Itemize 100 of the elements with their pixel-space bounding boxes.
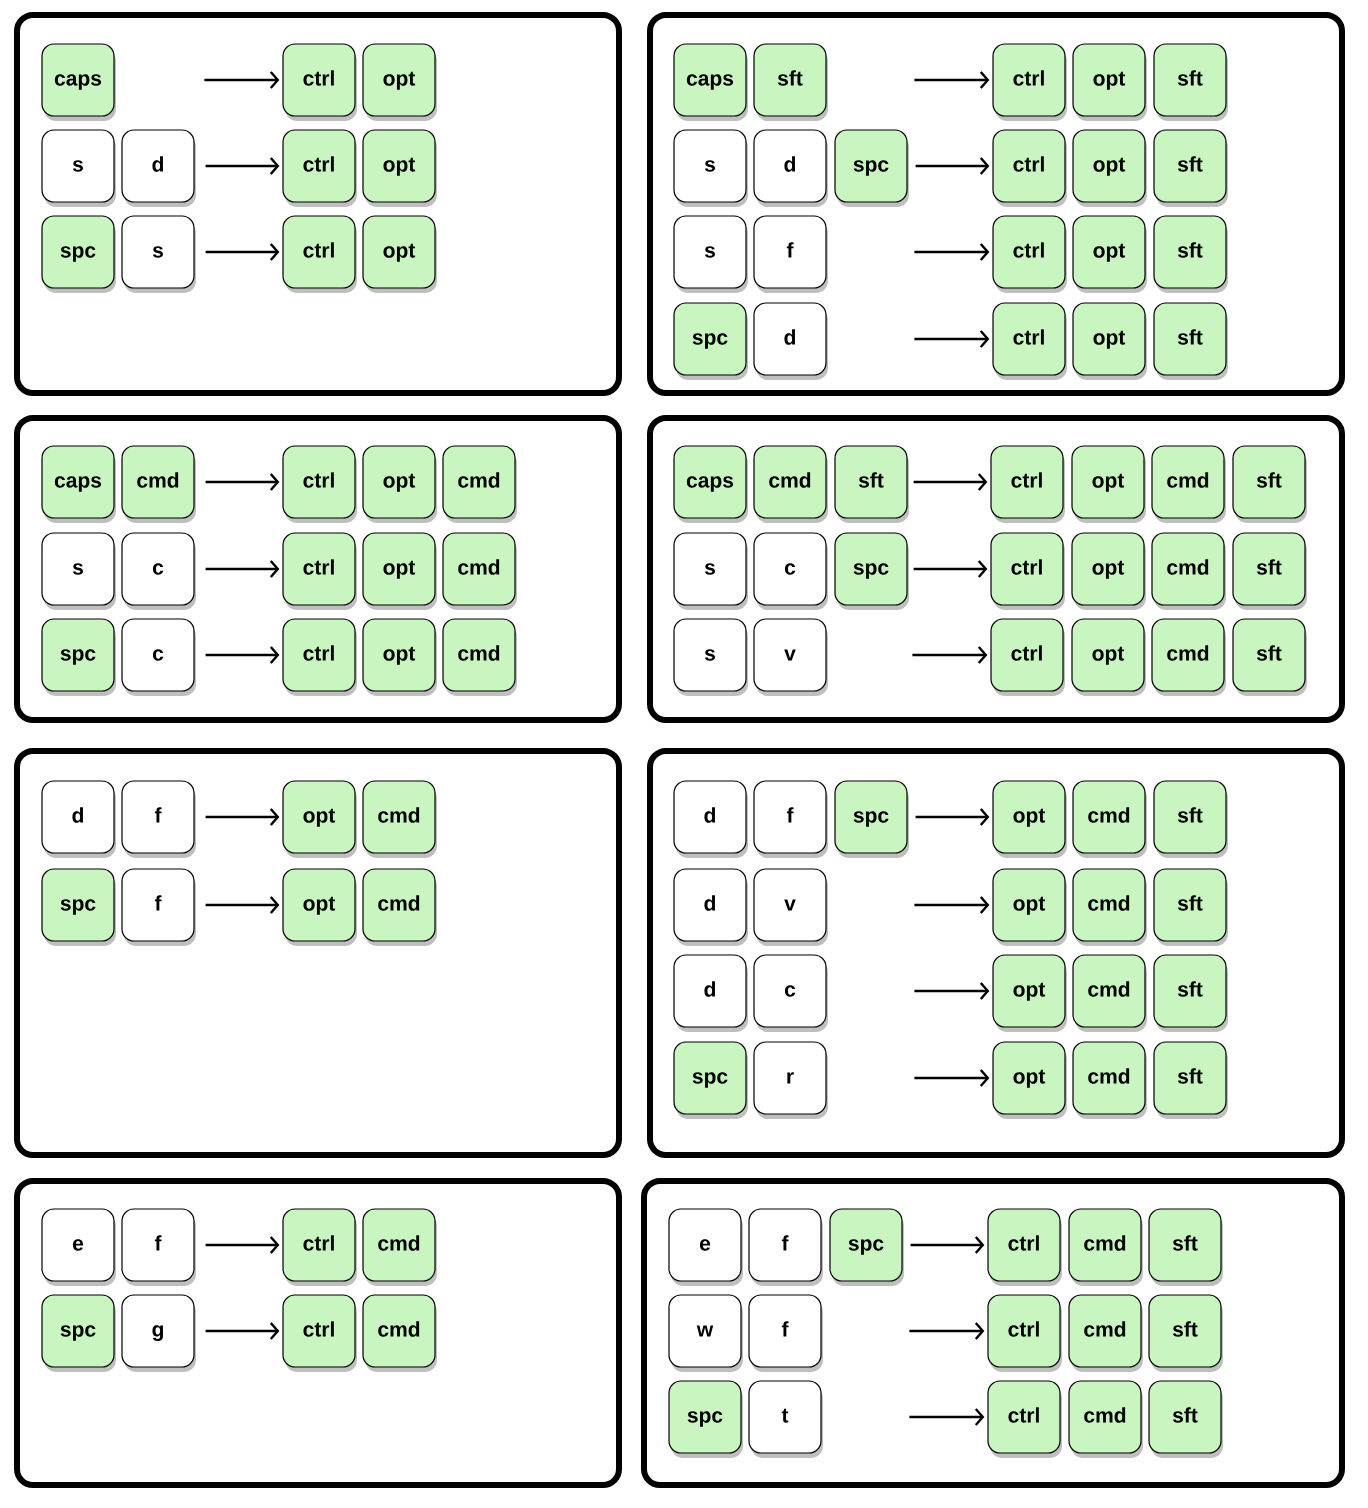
key-cap: opt xyxy=(362,43,437,121)
key-cap: c xyxy=(753,954,828,1032)
key-cap: sft xyxy=(1153,129,1228,207)
panel xyxy=(647,415,1345,723)
key-cap: v xyxy=(753,618,828,696)
key-cap: f xyxy=(121,868,196,946)
key-cap: cmd xyxy=(1072,780,1147,858)
key-cap: d xyxy=(753,302,828,380)
key-cap: cmd xyxy=(362,1294,437,1372)
arrow xyxy=(914,982,990,1000)
key-cap: f xyxy=(753,780,828,858)
arrow xyxy=(909,1322,985,1340)
key-cap: cmd xyxy=(362,868,437,946)
arrow xyxy=(205,808,280,826)
key-cap: spc xyxy=(834,129,909,207)
key-cap: spc xyxy=(834,780,909,858)
key-cap: cmd xyxy=(1068,1380,1143,1458)
arrow xyxy=(205,243,280,261)
arrow xyxy=(205,560,280,578)
key-cap: ctrl xyxy=(282,618,357,696)
key-cap: spc xyxy=(41,618,116,696)
key-cap: spc xyxy=(834,532,909,610)
key-cap: caps xyxy=(41,445,116,523)
key-cap: cmd xyxy=(442,445,517,523)
key-cap: sft xyxy=(1148,1380,1223,1458)
key-cap: c xyxy=(121,618,196,696)
key-cap: t xyxy=(748,1380,823,1458)
key-cap: cmd xyxy=(1072,1041,1147,1119)
key-cap: sft xyxy=(1232,532,1307,610)
key-cap: ctrl xyxy=(282,129,357,207)
key-cap: opt xyxy=(992,954,1067,1032)
key-cap: spc xyxy=(673,1041,748,1119)
key-cap: ctrl xyxy=(282,445,357,523)
key-cap: ctrl xyxy=(987,1294,1062,1372)
key-cap: d xyxy=(121,129,196,207)
arrow xyxy=(205,1322,280,1340)
key-cap: opt xyxy=(1071,618,1146,696)
key-cap: s xyxy=(673,215,748,293)
key-cap: w xyxy=(668,1294,743,1372)
key-cap: opt xyxy=(362,445,437,523)
key-cap: ctrl xyxy=(990,618,1065,696)
key-cap: caps xyxy=(673,445,748,523)
key-cap: opt xyxy=(992,1041,1067,1119)
key-cap: opt xyxy=(1072,43,1147,121)
arrow xyxy=(915,157,990,175)
arrow xyxy=(205,1236,280,1254)
key-cap: cmd xyxy=(1068,1294,1143,1372)
key-cap: ctrl xyxy=(987,1380,1062,1458)
key-cap: r xyxy=(753,1041,828,1119)
key-cap: opt xyxy=(282,780,357,858)
key-cap: opt xyxy=(992,780,1067,858)
key-cap: d xyxy=(673,868,748,946)
key-cap: opt xyxy=(282,868,357,946)
arrow xyxy=(205,646,280,664)
key-cap: cmd xyxy=(442,532,517,610)
key-cap: f xyxy=(121,780,196,858)
key-cap: spc xyxy=(829,1208,904,1286)
key-cap: g xyxy=(121,1294,196,1372)
key-cap: c xyxy=(753,532,828,610)
key-cap: sft xyxy=(1153,780,1228,858)
key-cap: cmd xyxy=(121,445,196,523)
arrow xyxy=(915,808,990,826)
arrow xyxy=(914,1069,990,1087)
arrow xyxy=(914,330,990,348)
key-cap: d xyxy=(673,954,748,1032)
key-cap: opt xyxy=(362,129,437,207)
key-cap: ctrl xyxy=(992,129,1067,207)
panel xyxy=(14,1178,622,1488)
key-cap: spc xyxy=(41,215,116,293)
panel xyxy=(647,12,1345,396)
key-cap: v xyxy=(753,868,828,946)
key-cap: f xyxy=(753,215,828,293)
key-cap: cmd xyxy=(753,445,828,523)
key-cap: ctrl xyxy=(992,215,1067,293)
panel xyxy=(14,415,622,723)
key-cap: s xyxy=(673,618,748,696)
key-cap: opt xyxy=(1072,302,1147,380)
key-cap: sft xyxy=(834,445,909,523)
key-cap: d xyxy=(41,780,116,858)
key-cap: d xyxy=(673,780,748,858)
key-cap: ctrl xyxy=(282,532,357,610)
key-cap: opt xyxy=(362,215,437,293)
key-cap: spc xyxy=(668,1380,743,1458)
key-cap: spc xyxy=(673,302,748,380)
key-cap: opt xyxy=(1072,129,1147,207)
key-cap: sft xyxy=(753,43,828,121)
key-cap: s xyxy=(41,129,116,207)
key-cap: opt xyxy=(362,532,437,610)
key-cap: cmd xyxy=(1072,954,1147,1032)
arrow xyxy=(914,71,990,89)
key-cap: f xyxy=(121,1208,196,1286)
panel xyxy=(14,12,622,396)
key-cap: sft xyxy=(1153,1041,1228,1119)
key-cap: s xyxy=(673,532,748,610)
panel xyxy=(641,1178,1345,1488)
key-cap: sft xyxy=(1148,1208,1223,1286)
key-cap: s xyxy=(673,129,748,207)
key-cap: opt xyxy=(362,618,437,696)
arrow xyxy=(909,1408,985,1426)
arrow xyxy=(912,646,988,664)
